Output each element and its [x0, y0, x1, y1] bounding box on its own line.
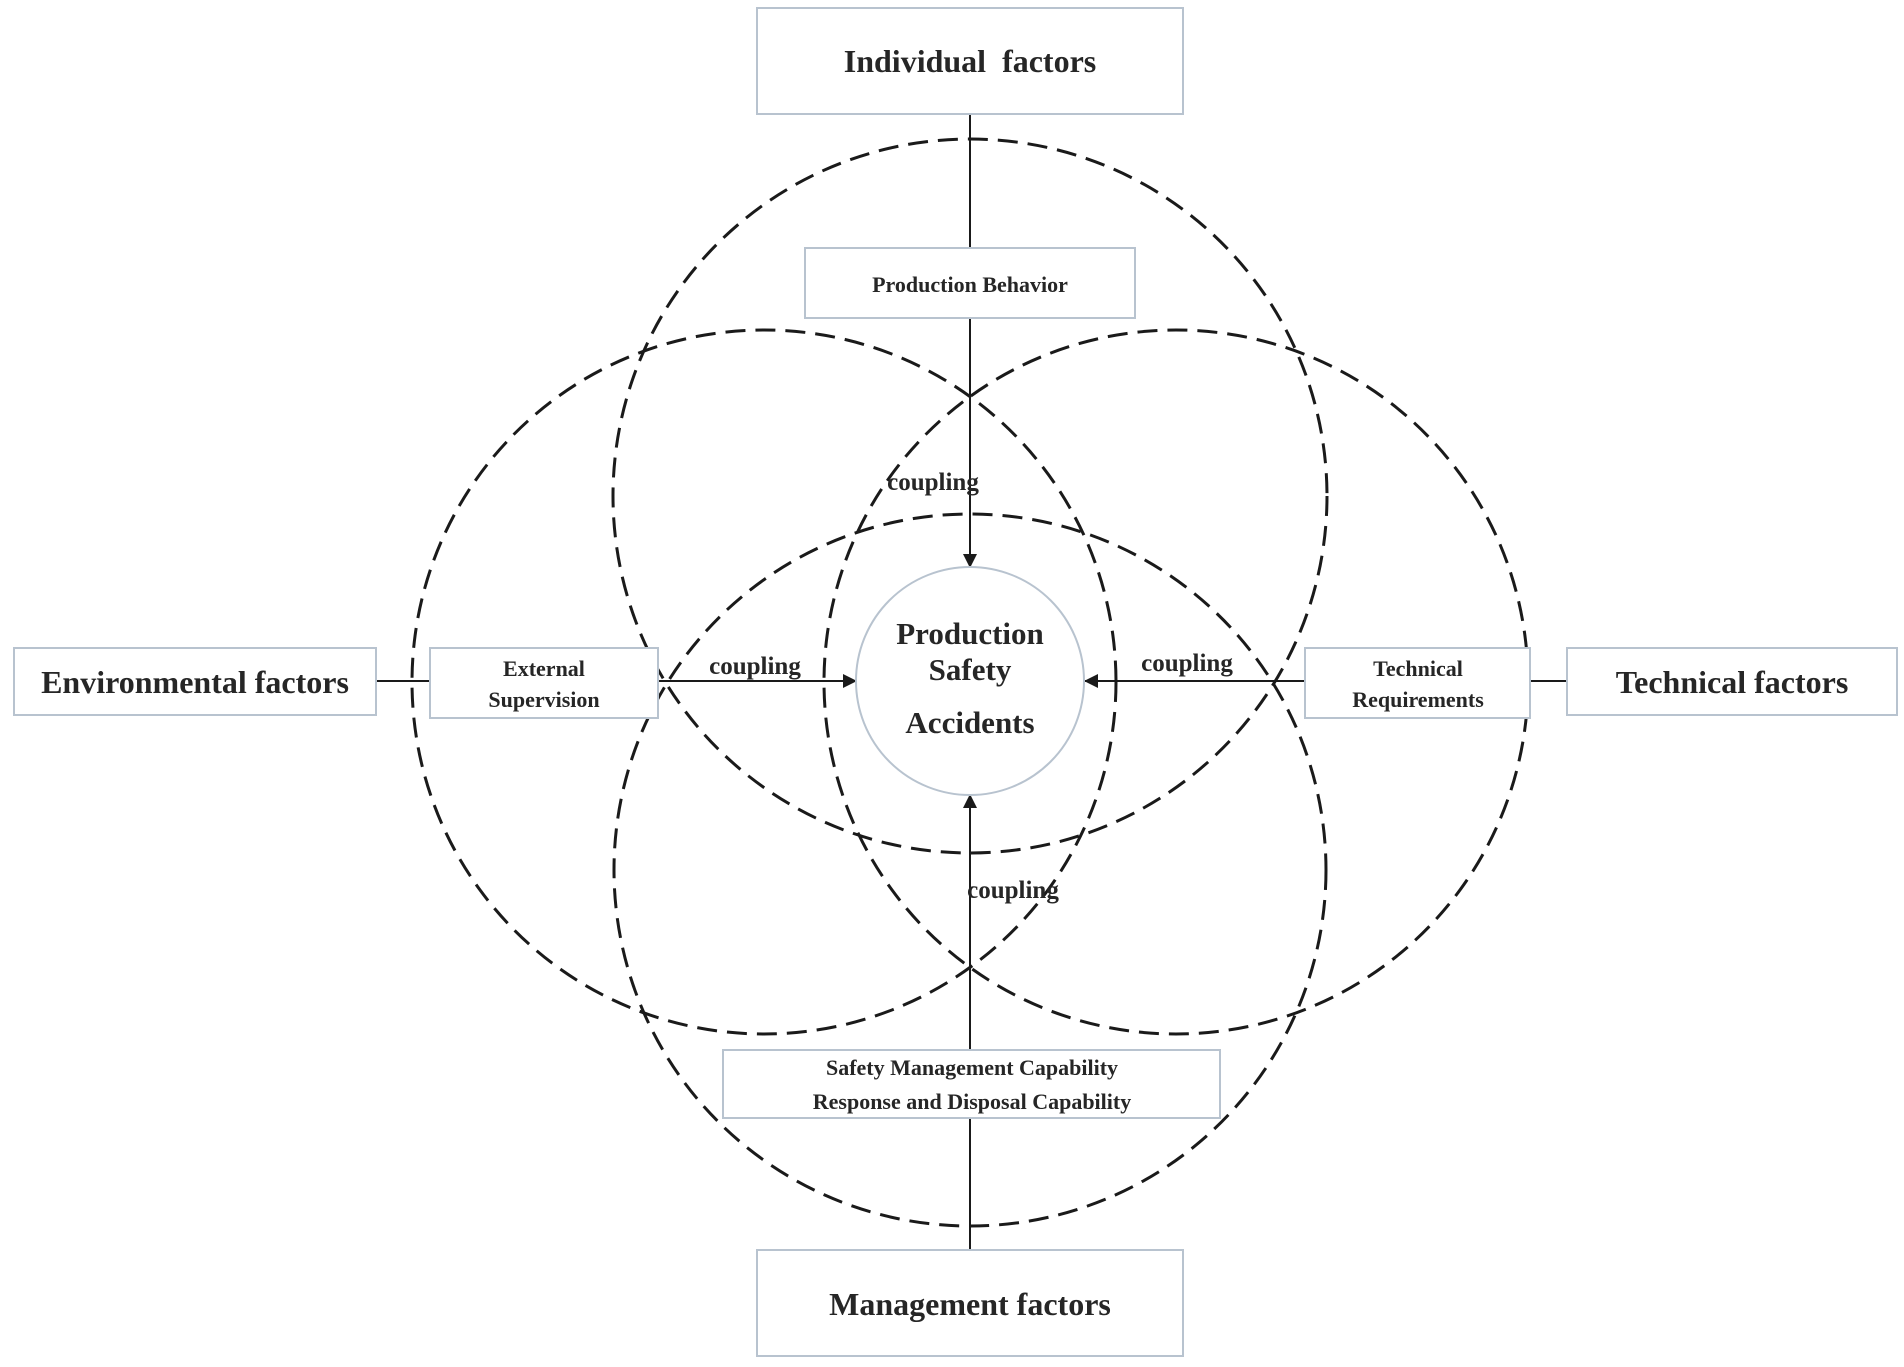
individual-factors-label: Individual factors	[844, 43, 1096, 79]
coupling-labels: coupling coupling coupling coupling	[709, 469, 1233, 904]
individual-factors-box	[756, 7, 1184, 115]
external-supervision-box	[429, 647, 659, 719]
environmental-factors-box	[13, 647, 377, 716]
factor-boxes: Individual factors Environmental factors…	[13, 7, 1898, 1357]
coupling-label-top: coupling	[887, 469, 979, 496]
coupling-label-right: coupling	[1141, 650, 1233, 677]
coupling-label-bottom: coupling	[967, 877, 1059, 904]
center-node: Production Safety Accidents	[855, 566, 1085, 796]
center-label-line1: Production	[896, 616, 1044, 651]
technical-requirements-label-line1: Technical	[1373, 656, 1463, 681]
center-circle	[855, 566, 1085, 796]
technical-requirements-box	[1304, 647, 1531, 719]
production-behavior-box	[804, 247, 1136, 319]
management-capability-box	[722, 1049, 1221, 1119]
technical-factors-box	[1566, 647, 1898, 716]
connectors	[376, 115, 1567, 1250]
management-capability-label-line1: Safety Management Capability	[826, 1055, 1118, 1080]
production-behavior-label: Production Behavior	[872, 272, 1068, 297]
management-capability-label-line2: Response and Disposal Capability	[813, 1089, 1131, 1114]
external-supervision-label-line2: Supervision	[488, 687, 599, 712]
management-factors-box	[756, 1249, 1184, 1357]
coupling-label-left: coupling	[709, 653, 801, 680]
external-supervision-label-line1: External	[503, 656, 585, 681]
management-factors-label: Management factors	[829, 1286, 1111, 1322]
environmental-factors-label: Environmental factors	[41, 664, 349, 700]
technical-factors-label: Technical factors	[1616, 664, 1849, 700]
technical-requirements-label-line2: Requirements	[1352, 687, 1484, 712]
center-label-line3: Accidents	[905, 705, 1034, 740]
center-label-line2: Safety	[929, 652, 1012, 687]
sub-factor-boxes: Production Behavior External Supervision…	[429, 247, 1531, 1119]
